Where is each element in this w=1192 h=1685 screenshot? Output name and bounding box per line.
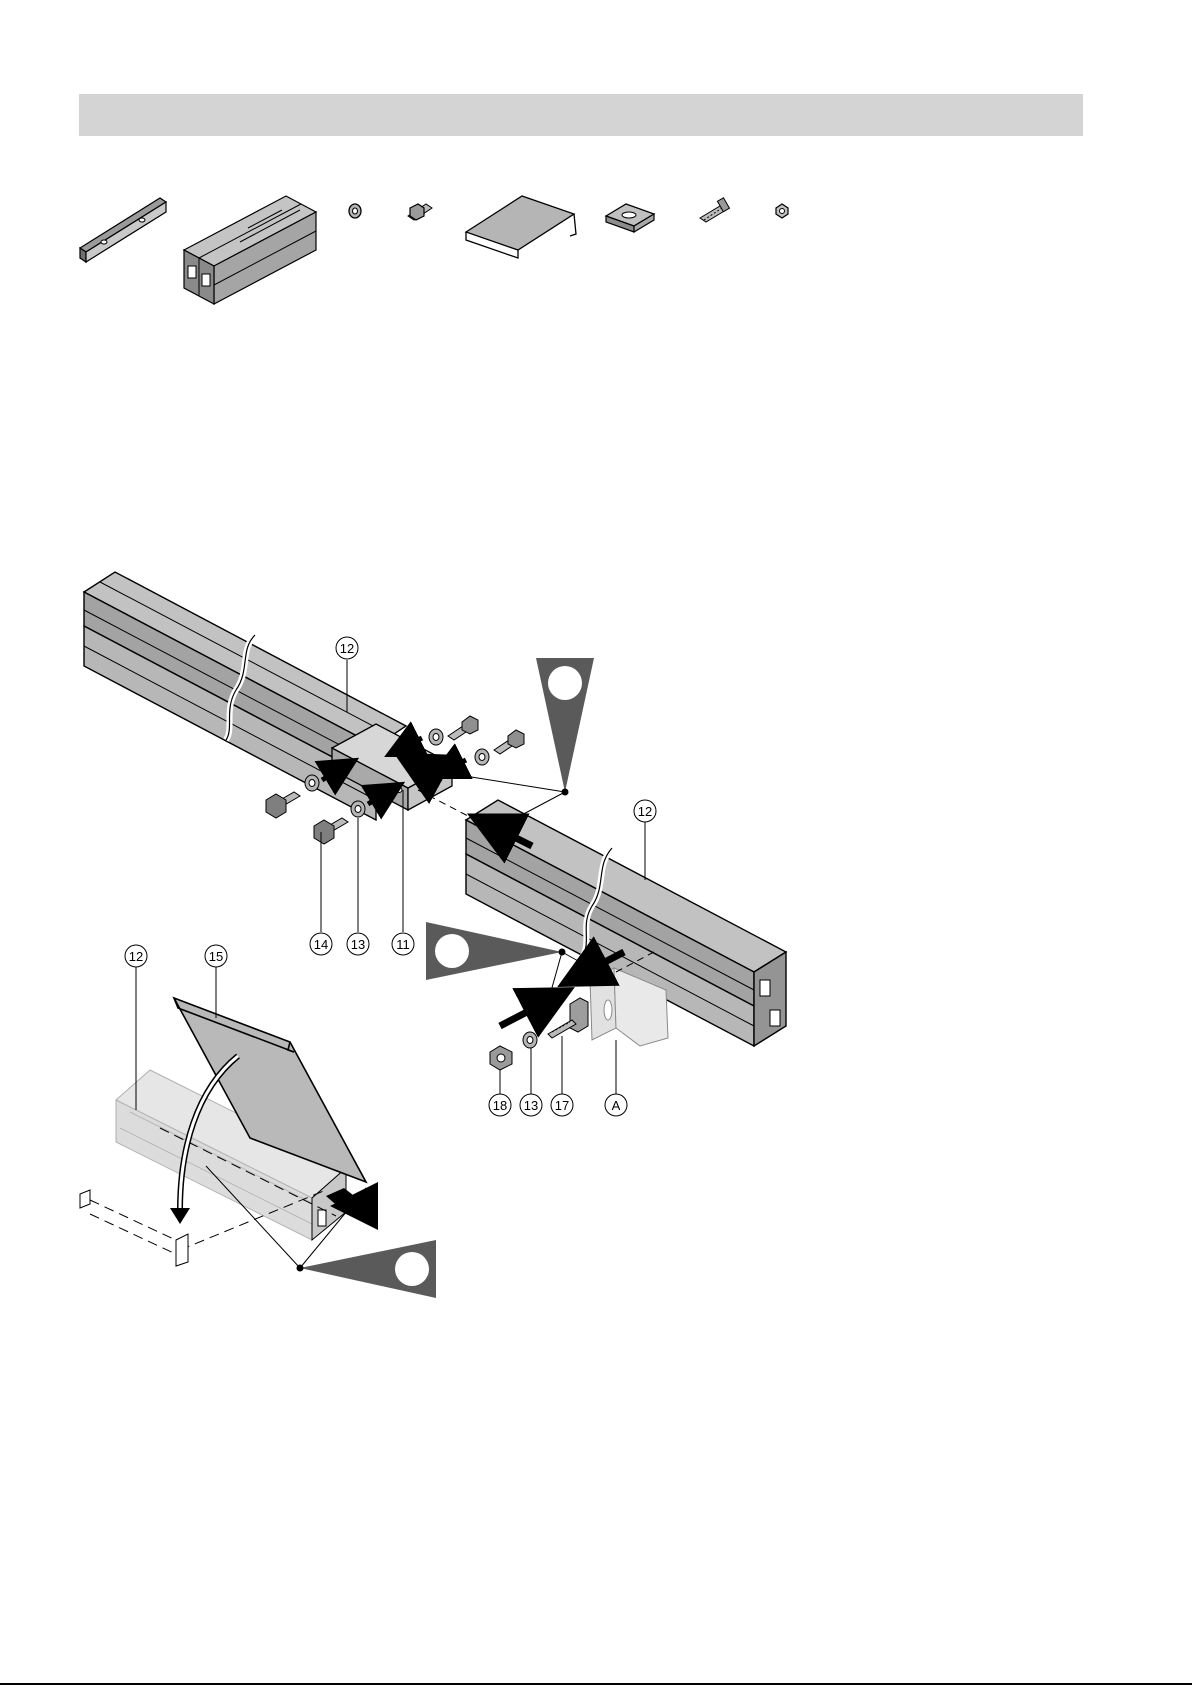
callout-15: 15 — [205, 945, 227, 967]
bolt-14-upper-a — [448, 716, 478, 740]
svg-text:11: 11 — [396, 937, 410, 952]
part-t-bolt-icon — [700, 198, 729, 222]
bolt-14-lower-a — [266, 792, 300, 818]
svg-text:12: 12 — [638, 804, 652, 819]
callout-12-right: 12 — [634, 800, 656, 822]
part-connector-plate — [80, 198, 166, 262]
part-washer-icon — [349, 204, 361, 218]
svg-text:13: 13 — [351, 937, 365, 952]
bolt-14-lower-b — [314, 818, 348, 844]
svg-text:13: 13 — [524, 1098, 538, 1113]
callout-17: 17 — [551, 1094, 573, 1116]
svg-text:12: 12 — [129, 949, 143, 964]
svg-text:14: 14 — [314, 937, 328, 952]
bolt-14-upper-b — [494, 730, 524, 754]
svg-text:12: 12 — [340, 641, 354, 656]
part-hex-nut-icon — [776, 204, 788, 218]
callout-12-lower: 12 — [125, 945, 147, 967]
washer-13-upper-a — [429, 729, 443, 745]
part-profile-rail-bundle — [184, 196, 316, 304]
part-slot-nut-icon — [606, 204, 654, 232]
washer-13-upper-b — [475, 749, 489, 765]
svg-text:A: A — [612, 1098, 621, 1113]
slot-nut — [570, 998, 588, 1032]
washer-13-lower — [523, 1032, 537, 1048]
callout-12-upper: 12 — [336, 637, 358, 659]
washer-13-lower-b — [351, 801, 365, 817]
callout-11: 11 — [392, 933, 414, 955]
callout-A: A — [605, 1094, 627, 1116]
callout-18: 18 — [489, 1094, 511, 1116]
svg-text:18: 18 — [493, 1098, 507, 1113]
part-cover-plate-icon — [466, 196, 576, 258]
callout-14: 14 — [310, 933, 332, 955]
washer-13-lower-a — [305, 775, 319, 791]
callout-13-lower: 13 — [520, 1094, 542, 1116]
hex-nut-18 — [490, 1046, 512, 1070]
callout-13-upper: 13 — [347, 933, 369, 955]
svg-text:17: 17 — [555, 1098, 569, 1113]
part-hex-bolt-icon — [408, 204, 432, 220]
svg-text:15: 15 — [209, 949, 223, 964]
